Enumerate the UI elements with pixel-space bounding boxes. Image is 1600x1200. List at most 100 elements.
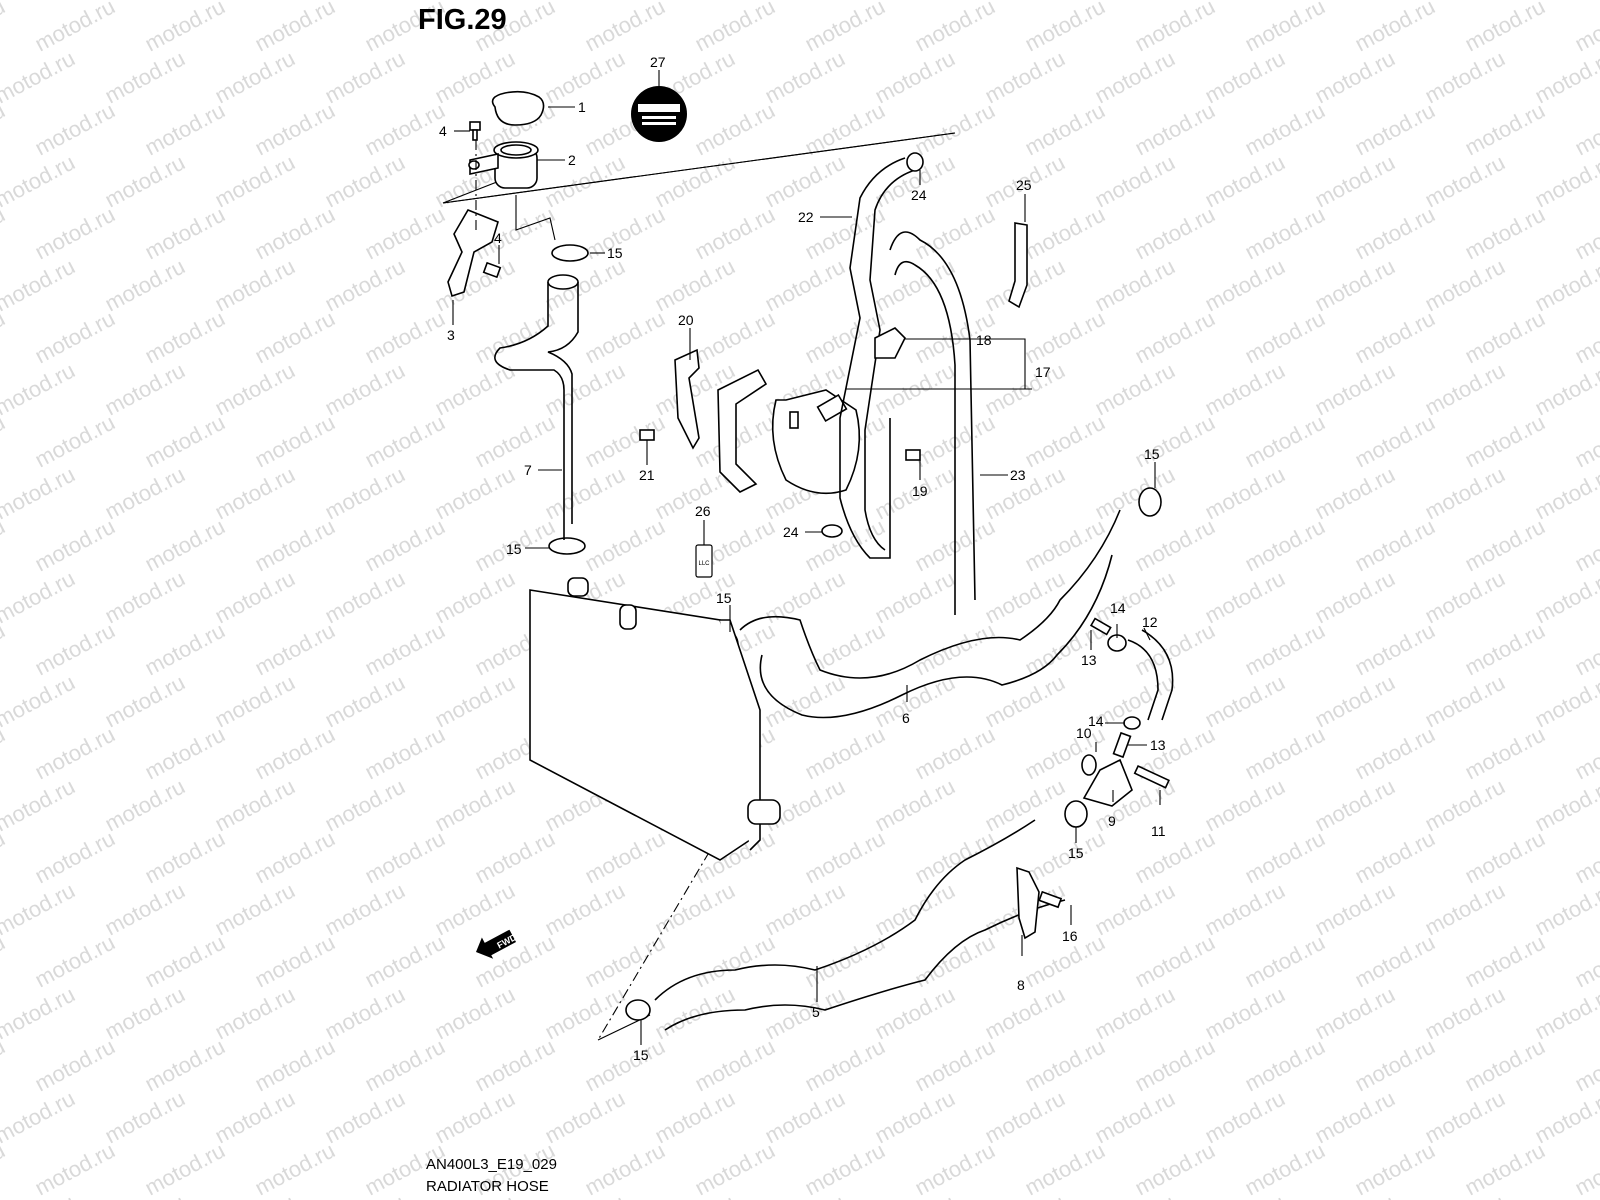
- watermark-text: motod.ru: [321, 774, 409, 837]
- watermark-text: motod.ru: [1311, 566, 1399, 629]
- watermark-text: motod.ru: [1131, 0, 1219, 56]
- watermark-text: motod.ru: [1421, 982, 1509, 1045]
- watermark-text: motod.ru: [251, 98, 339, 161]
- watermark-text: motod.ru: [31, 202, 119, 265]
- watermark-text: motod.ru: [361, 306, 449, 369]
- bolt: [639, 429, 655, 441]
- watermark-text: motod.ru: [1241, 0, 1329, 56]
- watermark-text: motod.ru: [1571, 930, 1600, 993]
- watermark-text: motod.ru: [1201, 0, 1289, 4]
- watermark-text: motod.ru: [801, 98, 889, 161]
- watermark-text: motod.ru: [1351, 722, 1439, 785]
- watermark-text: motod.ru: [431, 254, 519, 317]
- watermark-text: motod.ru: [1241, 202, 1329, 265]
- watermark-text: motod.ru: [761, 0, 849, 4]
- watermark-text: motod.ru: [691, 98, 779, 161]
- bracket: [447, 209, 499, 298]
- watermark-text: motod.ru: [101, 150, 189, 213]
- bolt: [905, 449, 921, 461]
- watermark-text: motod.ru: [361, 618, 449, 681]
- radiator-cap: [491, 90, 545, 126]
- reference-line-top-a: [442, 132, 956, 204]
- watermark-text: motod.ru: [651, 1190, 739, 1200]
- callout-21: 21: [639, 467, 655, 483]
- watermark-text: motod.ru: [801, 826, 889, 889]
- watermark-text: motod.ru: [141, 722, 229, 785]
- callout-5: 5: [812, 1004, 820, 1020]
- watermark-text: motod.ru: [0, 0, 79, 4]
- watermark-text: motod.ru: [1461, 410, 1549, 473]
- watermark-text: motod.ru: [101, 254, 189, 317]
- watermark-text: motod.ru: [321, 878, 409, 941]
- watermark-text: motod.ru: [211, 462, 299, 525]
- watermark-text: motod.ru: [1461, 0, 1549, 56]
- watermark-text: motod.ru: [251, 1138, 339, 1200]
- watermark-text: motod.ru: [1421, 774, 1509, 837]
- watermark-text: motod.ru: [1201, 774, 1289, 837]
- watermark-text: motod.ru: [981, 0, 1069, 4]
- watermark-text: motod.ru: [1201, 1190, 1289, 1200]
- watermark-text: motod.ru: [1351, 826, 1439, 889]
- watermark-text: motod.ru: [361, 722, 449, 785]
- watermark-text: motod.ru: [1571, 722, 1600, 785]
- o-ring: [1081, 754, 1097, 776]
- watermark-text: motod.ru: [101, 462, 189, 525]
- llc-text: LLC: [698, 561, 710, 567]
- watermark-text: motod.ru: [761, 670, 849, 733]
- watermark-text: motod.ru: [321, 982, 409, 1045]
- hose-upper-radiator: [494, 282, 579, 540]
- watermark-text: motod.ru: [871, 566, 959, 629]
- watermark-text: motod.ru: [1351, 1034, 1439, 1097]
- watermark-text: motod.ru: [211, 0, 299, 4]
- callout-15f: 15: [633, 1047, 649, 1063]
- watermark-text: motod.ru: [1241, 930, 1329, 993]
- watermark-text: motod.ru: [0, 462, 79, 525]
- watermark-text: motod.ru: [431, 774, 519, 837]
- watermark-text: motod.ru: [581, 410, 669, 473]
- callout-14a: 14: [1110, 600, 1126, 616]
- callout-11: 11: [1151, 823, 1166, 839]
- watermark-text: motod.ru: [431, 358, 519, 421]
- watermark-text: motod.ru: [761, 254, 849, 317]
- watermark-text: motod.ru: [691, 202, 779, 265]
- watermark-text: motod.ru: [1091, 982, 1179, 1045]
- clip: [1008, 222, 1028, 309]
- watermark-text: motod.ru: [141, 202, 229, 265]
- watermark-text: motod.ru: [251, 306, 339, 369]
- hose-22: [839, 157, 916, 559]
- clamp-small: [906, 152, 924, 172]
- watermark-text: motod.ru: [581, 826, 669, 889]
- bracket: [674, 348, 768, 493]
- watermark-text: motod.ru: [141, 618, 229, 681]
- watermark-text: motod.ru: [1571, 1034, 1600, 1097]
- watermark-text: motod.ru: [1201, 254, 1289, 317]
- watermark-text: motod.ru: [1421, 462, 1509, 525]
- clamp-small: [821, 524, 843, 538]
- watermark-text: motod.ru: [141, 0, 229, 56]
- watermark-text: motod.ru: [1461, 1138, 1549, 1200]
- watermark-text: motod.ru: [911, 930, 999, 993]
- watermark-text: motod.ru: [761, 566, 849, 629]
- callout-15a: 15: [607, 245, 623, 261]
- watermark-text: motod.ru: [321, 462, 409, 525]
- watermark-text: motod.ru: [321, 46, 409, 109]
- watermark-text: motod.ru: [141, 1034, 229, 1097]
- watermark-text: motod.ru: [321, 670, 409, 733]
- watermark-text: motod.ru: [541, 358, 629, 421]
- watermark-text: motod.ru: [211, 982, 299, 1045]
- watermark-text: motod.ru: [761, 982, 849, 1045]
- watermark-text: motod.ru: [0, 358, 79, 421]
- watermark-text: motod.ru: [981, 1190, 1069, 1200]
- watermark-text: motod.ru: [361, 930, 449, 993]
- watermark-text: motod.ru: [541, 1190, 629, 1200]
- watermark-text: motod.ru: [471, 826, 559, 889]
- watermark-text: motod.ru: [1351, 0, 1439, 56]
- watermark-text: motod.ru: [431, 982, 519, 1045]
- callout-15d: 15: [1144, 446, 1160, 462]
- watermark-text: motod.ru: [1531, 670, 1600, 733]
- watermark-text: motod.ru: [691, 1138, 779, 1200]
- watermark-text: motod.ru: [1421, 670, 1509, 733]
- callout-4a: 4: [439, 123, 447, 139]
- watermark-text: motod.ru: [801, 1138, 889, 1200]
- watermark-text: motod.ru: [361, 98, 449, 161]
